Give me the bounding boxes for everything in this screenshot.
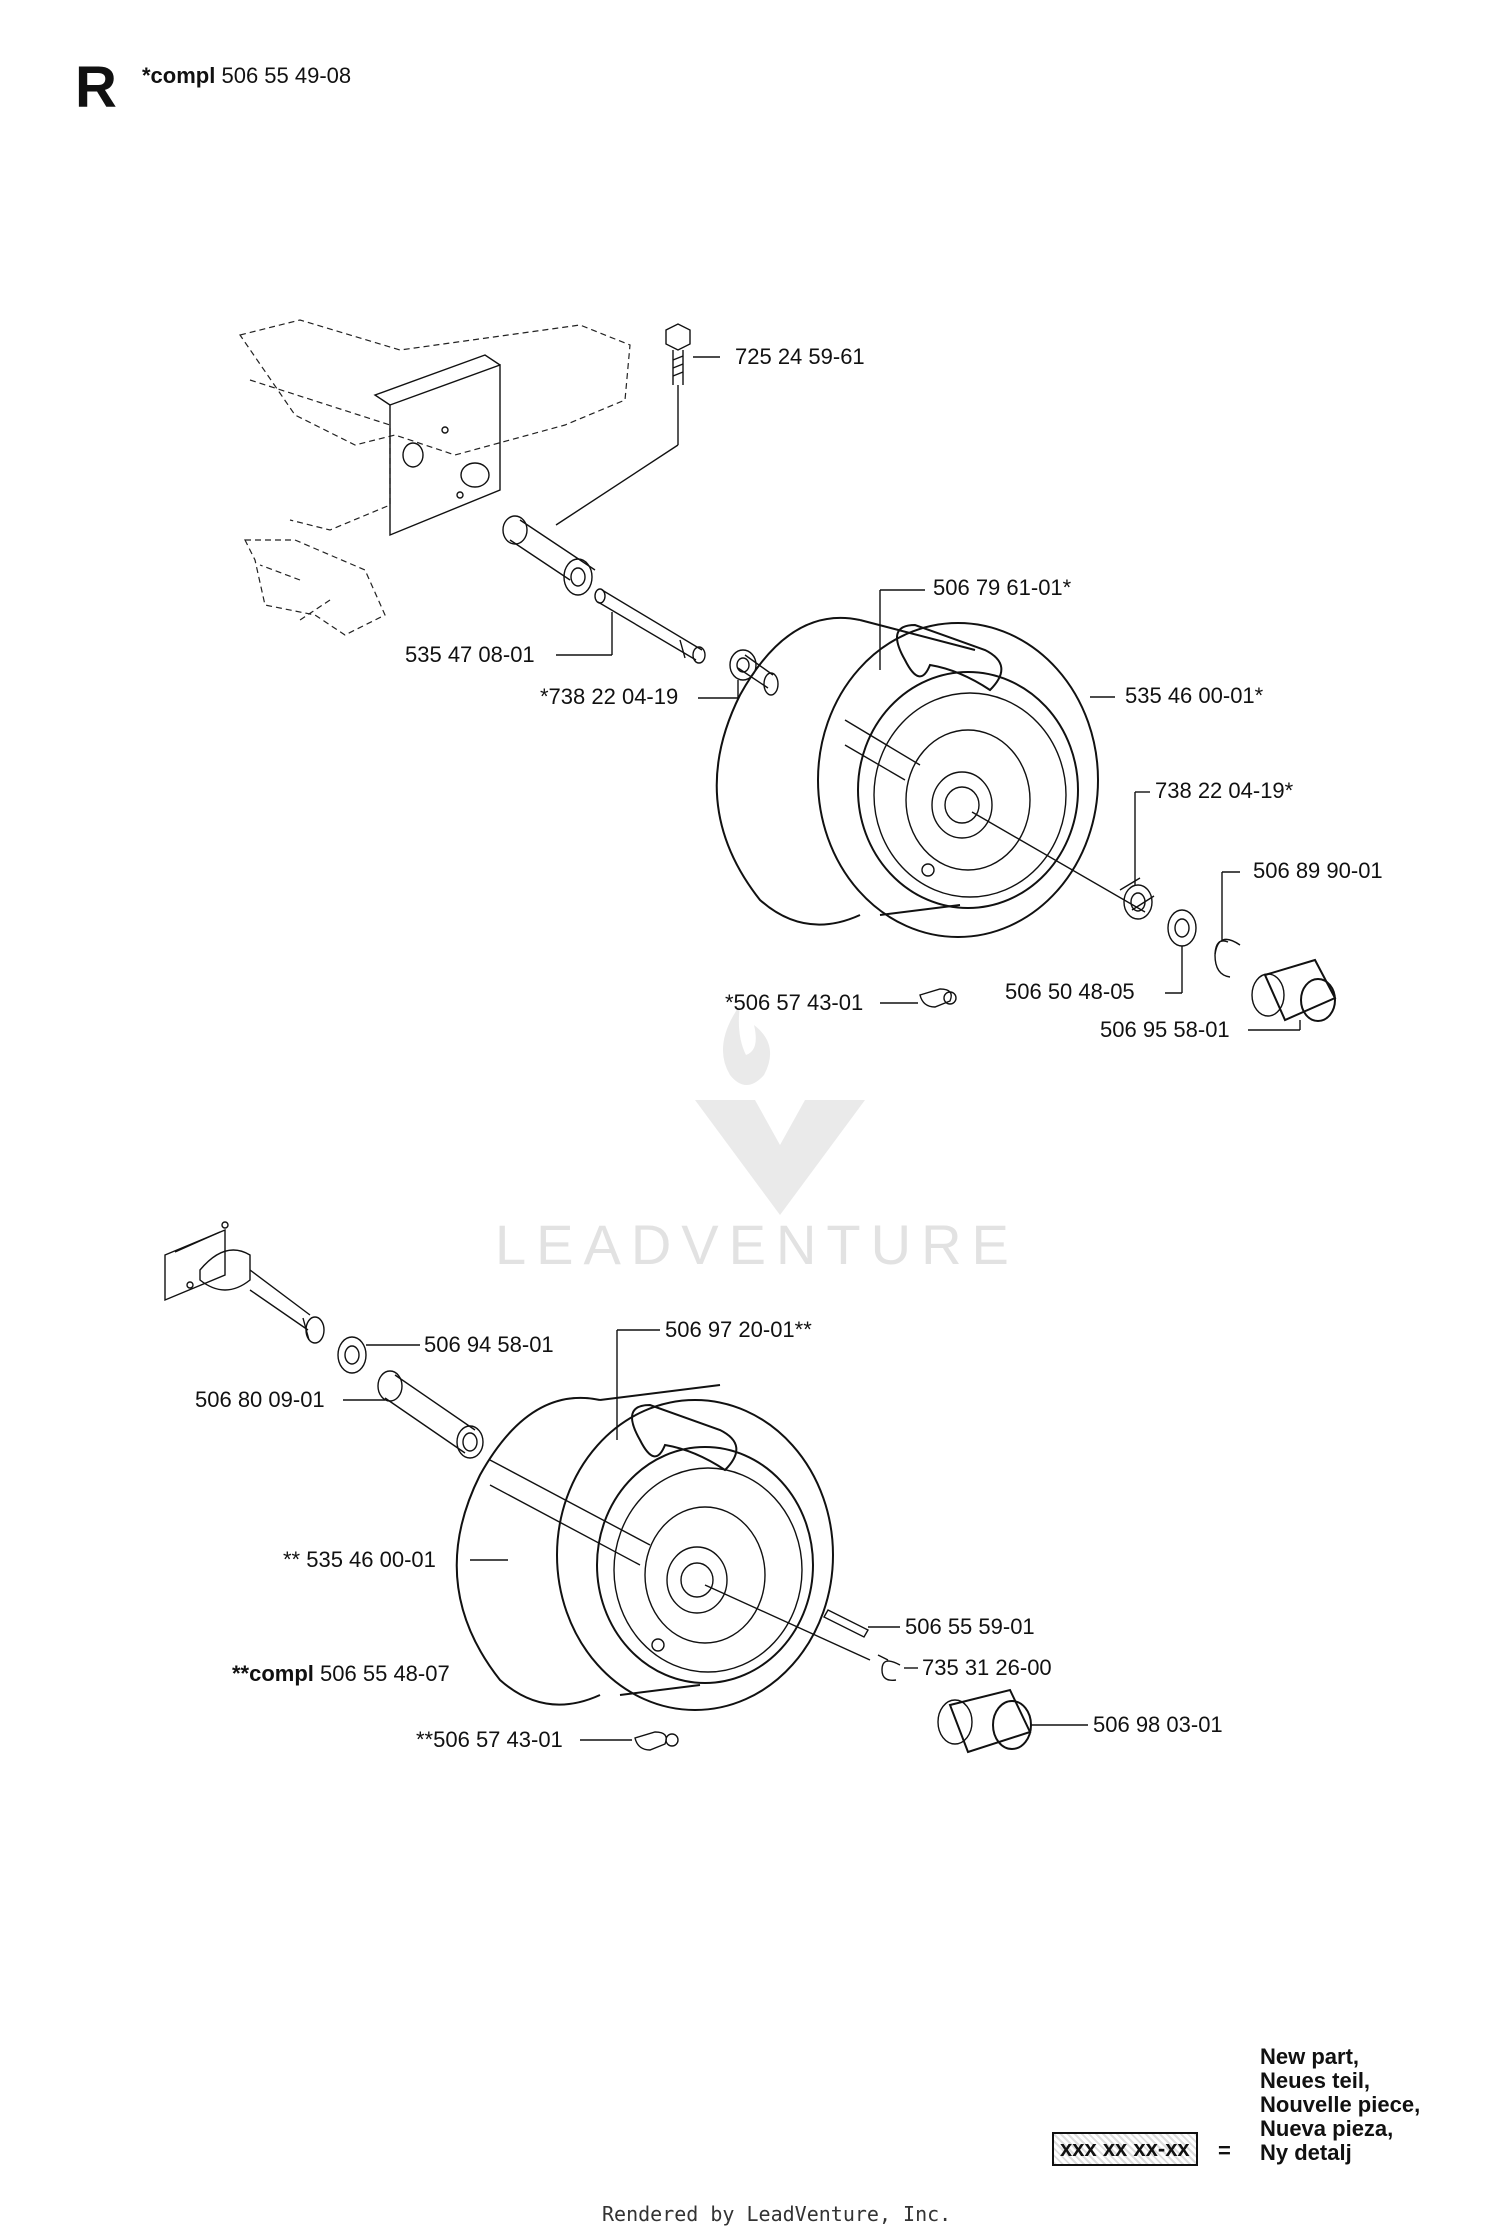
part-label-washer-bottom[interactable]: 506 94 58-01 <box>424 1332 554 1357</box>
compl-bottom-number: 506 55 48-07 <box>320 1661 450 1686</box>
spindle-bracket <box>164 1221 325 1344</box>
part-label-clip[interactable]: 735 31 26-00 <box>922 1655 1052 1680</box>
snap-ring-icon <box>1214 938 1241 978</box>
part-label-valve-bottom[interactable]: **506 57 43-01 <box>416 1727 563 1752</box>
compl-header: *compl 506 55 49-08 <box>142 64 351 88</box>
wheel-bottom <box>455 1384 834 1711</box>
part-label-cap-top[interactable]: 506 95 58-01 <box>1100 1017 1230 1042</box>
valve-icon <box>919 988 957 1008</box>
part-label-key[interactable]: 506 55 59-01 <box>905 1614 1035 1639</box>
cap-bottom-icon <box>937 1688 1032 1754</box>
part-label-cap-bottom[interactable]: 506 98 03-01 <box>1093 1712 1223 1737</box>
legend-text: New part, Neues teil, Nouvelle piece, Nu… <box>1260 2045 1420 2165</box>
part-label-axle-pin[interactable]: 535 47 08-01 <box>405 642 535 667</box>
legend-line: Nueva pieza, <box>1260 2116 1394 2141</box>
key-icon <box>823 1609 869 1638</box>
watermark-text: LEADVENTURE <box>495 1213 1019 1276</box>
legend-line: Neues teil, <box>1260 2068 1371 2093</box>
compl-bottom-prefix: **compl <box>232 1661 314 1686</box>
compl-number: 506 55 49-08 <box>221 63 352 88</box>
legend-line: Nouvelle piece, <box>1260 2092 1421 2117</box>
section-letter: R <box>75 55 117 120</box>
part-label-spacer[interactable]: 506 80 09-01 <box>195 1387 325 1412</box>
legend-line: Ny detalj <box>1260 2140 1352 2165</box>
wheel-top <box>715 616 1099 938</box>
legend-line: New part, <box>1260 2044 1360 2069</box>
part-label-wheel-top[interactable]: 535 46 00-01* <box>1125 683 1264 708</box>
part-label-tire-top[interactable]: 506 79 61-01* <box>933 575 1072 600</box>
part-label-wheel-bottom[interactable]: ** 535 46 00-01 <box>283 1547 436 1572</box>
compl-prefix: *compl <box>142 63 216 88</box>
legend-sample-box: xxx xx xx-xx <box>1052 2132 1198 2166</box>
washer-icon <box>1167 909 1197 947</box>
cap-icon <box>1251 958 1337 1022</box>
valve-bottom-icon <box>634 1731 679 1751</box>
part-label-bolt[interactable]: 725 24 59-61 <box>735 344 865 369</box>
bolt-icon <box>665 323 691 385</box>
part-label-snap-ring[interactable]: 506 89 90-01 <box>1253 858 1383 883</box>
washer-bottom-icon <box>337 1336 367 1374</box>
part-label-valve-top[interactable]: *506 57 43-01 <box>725 990 864 1015</box>
axle-pin <box>594 588 706 664</box>
legend-equals: = <box>1218 2138 1231 2163</box>
mounting-plate <box>373 354 501 537</box>
part-label-bearing-outer[interactable]: 738 22 04-19* <box>1155 778 1294 803</box>
bearing-outer-icon <box>1119 877 1155 920</box>
part-label-tire-bottom[interactable]: 506 97 20-01** <box>665 1317 812 1342</box>
part-label-bearing-inner[interactable]: *738 22 04-19 <box>540 684 679 709</box>
watermark-logo <box>695 1005 865 1215</box>
chassis-frame <box>239 319 631 636</box>
footer-credit: Rendered by LeadVenture, Inc. <box>602 2202 952 2226</box>
spacer-icon <box>377 1370 484 1459</box>
compl-bottom: **compl 506 55 48-07 <box>232 1662 450 1686</box>
clip-icon <box>877 1654 901 1681</box>
pivot-tube <box>502 515 596 596</box>
part-label-washer-top[interactable]: 506 50 48-05 <box>1005 979 1135 1004</box>
